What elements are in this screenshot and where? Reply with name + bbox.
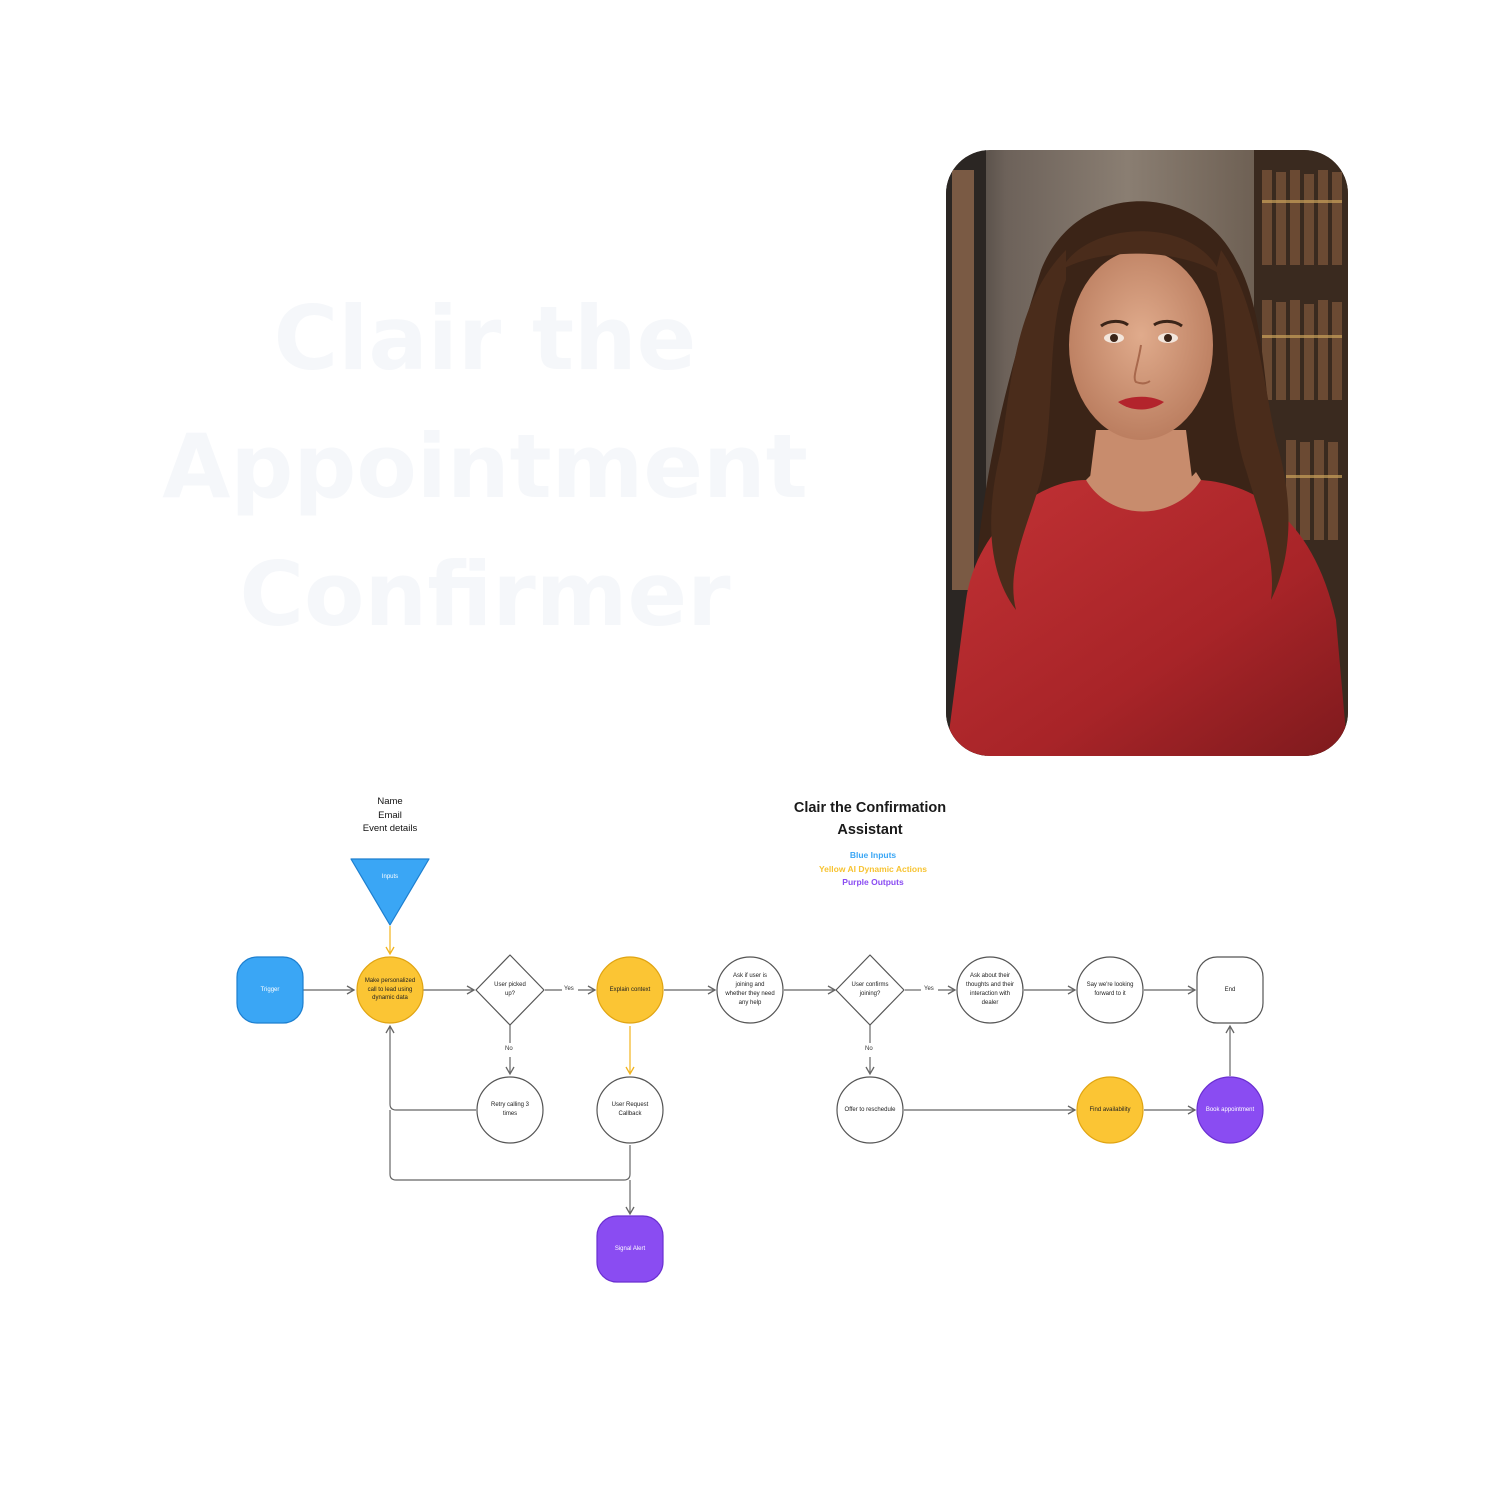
ask-thoughts-label: Ask about their thoughts and their inter… [965, 973, 1015, 1006]
user-request-callback-label: User Request Callback [611, 1102, 649, 1117]
edge-label-no: No [865, 1046, 873, 1052]
find-availability-shape [1076, 1076, 1144, 1144]
book-appointment-label: Book appointment [1205, 1106, 1255, 1113]
portrait-photo [946, 150, 1348, 756]
end-label: End [1224, 986, 1236, 993]
diagram-title-line: Clair the Confirmation [793, 800, 947, 816]
retry-calling-label: Retry calling 3 times [490, 1102, 529, 1117]
explain-context-label: Explain context [609, 986, 651, 993]
legend: Blue Inputs Yellow AI Dynamic Actions Pu… [790, 849, 956, 890]
offer-reschedule-label: Offer to reschedule [844, 1106, 896, 1113]
explain-context-shape [596, 956, 664, 1024]
portrait-illustration [946, 150, 1348, 756]
edge-callback-to-call [389, 1110, 631, 1181]
user-confirms-diamond [835, 954, 905, 1026]
user-confirms-label: User confirms joining? [851, 982, 889, 997]
diagram-title-line: Assistant [837, 822, 903, 838]
inputs-list-item: Event details [362, 823, 418, 834]
trigger-label: Trigger [260, 986, 280, 993]
background-title-line-2: Appointment [162, 415, 808, 518]
offer-reschedule-shape [836, 1076, 904, 1144]
user-picked-up-label: User picked up? [494, 982, 526, 997]
edge-retry-to-call [385, 1024, 476, 1111]
make-call-label: Make personalized call to lead using dyn… [364, 977, 416, 1002]
legend-purple-outputs: Purple Outputs [842, 877, 904, 887]
user-picked-up-diamond [475, 954, 545, 1026]
ask-if-joining-label: Ask if user is joining and whether they … [725, 973, 775, 1006]
inputs-list-item: Email [378, 809, 402, 821]
edge-label-yes: Yes [924, 986, 934, 992]
background-title-line-1: Clair the [273, 287, 697, 390]
say-forward-shape [1076, 956, 1144, 1024]
inputs-label: Inputs [381, 873, 399, 880]
user-request-callback-shape [596, 1076, 664, 1144]
inputs-triangle [350, 858, 430, 926]
trigger-shape [236, 956, 304, 1024]
retry-calling-shape [476, 1076, 544, 1144]
inputs-list-item: Name [377, 796, 403, 807]
book-appointment-shape [1196, 1076, 1264, 1144]
diagram-title: Clair the Confirmation Assistant [760, 797, 980, 841]
background-title-line-3: Confirmer [239, 543, 731, 646]
make-call-shape [356, 956, 424, 1024]
ask-thoughts-shape [956, 956, 1024, 1024]
edge-label-no: No [505, 1046, 513, 1052]
end-shape [1196, 956, 1264, 1024]
ask-if-joining-shape [716, 956, 784, 1024]
background-title: Clair the Appointment Confirmer [150, 275, 820, 659]
signal-alert-shape [596, 1215, 664, 1283]
legend-blue-inputs: Blue Inputs [849, 850, 897, 860]
signal-alert-label: Signal Alert [614, 1245, 646, 1252]
legend-yellow-ai-actions: Yellow AI Dynamic Actions [818, 863, 927, 874]
say-forward-label: Say we're looking forward to it [1086, 982, 1134, 997]
edge-label-yes: Yes [564, 986, 574, 992]
inputs-list: Name Email Event details [330, 795, 450, 836]
find-availability-label: Find availability [1089, 1106, 1131, 1113]
